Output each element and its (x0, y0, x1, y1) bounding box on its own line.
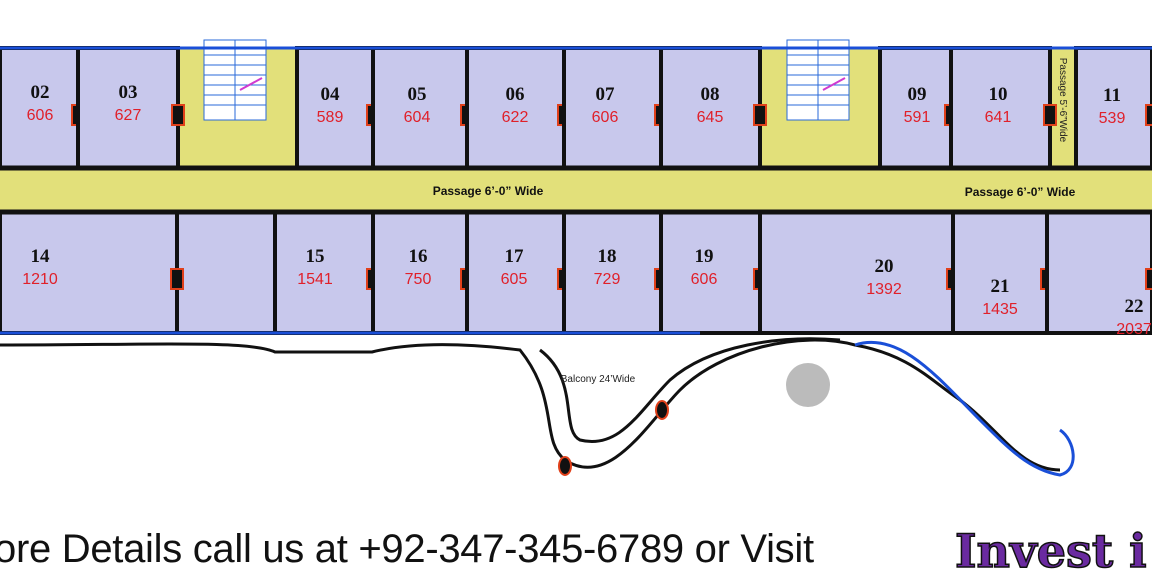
unit-number: 05 (408, 84, 427, 105)
unit-number: 20 (875, 256, 894, 277)
floor-plan: Balcony 24’Wide Passage 6’-0” Wide Passa… (0, 39, 1152, 477)
main-passage (0, 168, 1152, 212)
passage-label-2: Passage 6’-0” Wide (965, 185, 1076, 199)
unit-number: 09 (908, 84, 927, 105)
unit-number: 22 (1125, 296, 1144, 317)
unit-area: 750 (405, 271, 432, 288)
unit-number: 15 (306, 246, 325, 267)
unit-number: 06 (506, 84, 525, 105)
column (753, 104, 767, 126)
unit-number: 16 (409, 246, 428, 267)
unit-area: 641 (985, 109, 1012, 126)
unit-number: 04 (321, 84, 341, 105)
unit-number: 18 (598, 246, 617, 267)
unit-area: 606 (691, 271, 718, 288)
unit-area: 604 (404, 109, 431, 126)
unit-area: 645 (697, 109, 724, 126)
balcony-edge (0, 338, 1061, 472)
unit-area: 606 (592, 109, 619, 126)
unit-area: 539 (1099, 110, 1126, 127)
watermark-dot (786, 363, 830, 407)
balcony-label: Balcony 24’Wide (561, 374, 636, 385)
unit-number: 19 (695, 246, 714, 267)
staircase-1 (203, 39, 267, 121)
side-passage-label: Passage 5’-6”Wide (1057, 58, 1068, 143)
invest-logo[interactable]: Invest i (954, 523, 1147, 579)
unit-03[interactable] (76, 46, 180, 170)
unit-number: 10 (989, 84, 1008, 105)
unit-number: 14 (31, 246, 51, 267)
column (170, 268, 184, 290)
unit-number: 21 (991, 276, 1010, 297)
unit-number: 08 (701, 84, 720, 105)
unit-05[interactable] (371, 46, 469, 170)
column (171, 104, 185, 126)
unit-area: 1210 (22, 271, 58, 288)
unit-21[interactable] (951, 210, 1049, 335)
unit-area: 605 (501, 271, 528, 288)
column (1043, 104, 1057, 126)
unit-area: 1392 (866, 281, 902, 298)
unit-area: 1541 (297, 271, 333, 288)
unit-number: 17 (505, 246, 525, 267)
unit-number: 02 (31, 82, 50, 103)
column (1145, 104, 1152, 126)
unit-08[interactable] (659, 46, 762, 170)
column (1145, 268, 1152, 290)
unit-04[interactable] (295, 46, 375, 170)
unit-area: 729 (594, 271, 621, 288)
unit-area: 589 (317, 109, 344, 126)
unit-number: 03 (119, 82, 138, 103)
contact-banner: ore Details call us at +92-347-345-6789 … (0, 527, 814, 571)
unit-10[interactable] (949, 46, 1052, 170)
unit-area: 627 (115, 107, 142, 124)
unit-11[interactable] (1074, 46, 1152, 170)
passage-label-1: Passage 6’-0” Wide (433, 184, 544, 198)
unit-area: 1435 (982, 301, 1018, 318)
unit-area: 606 (27, 107, 54, 124)
unit-area: 591 (904, 109, 931, 126)
unit-number: 07 (596, 84, 616, 105)
unit-20[interactable] (758, 210, 955, 335)
unit-09[interactable] (878, 46, 953, 170)
unit-06[interactable] (465, 46, 566, 170)
unit-area: 2037 (1116, 321, 1152, 338)
unit-07[interactable] (562, 46, 663, 170)
staircase-2 (786, 39, 850, 121)
unit-area: 622 (502, 109, 529, 126)
unit-number: 11 (1103, 85, 1121, 106)
